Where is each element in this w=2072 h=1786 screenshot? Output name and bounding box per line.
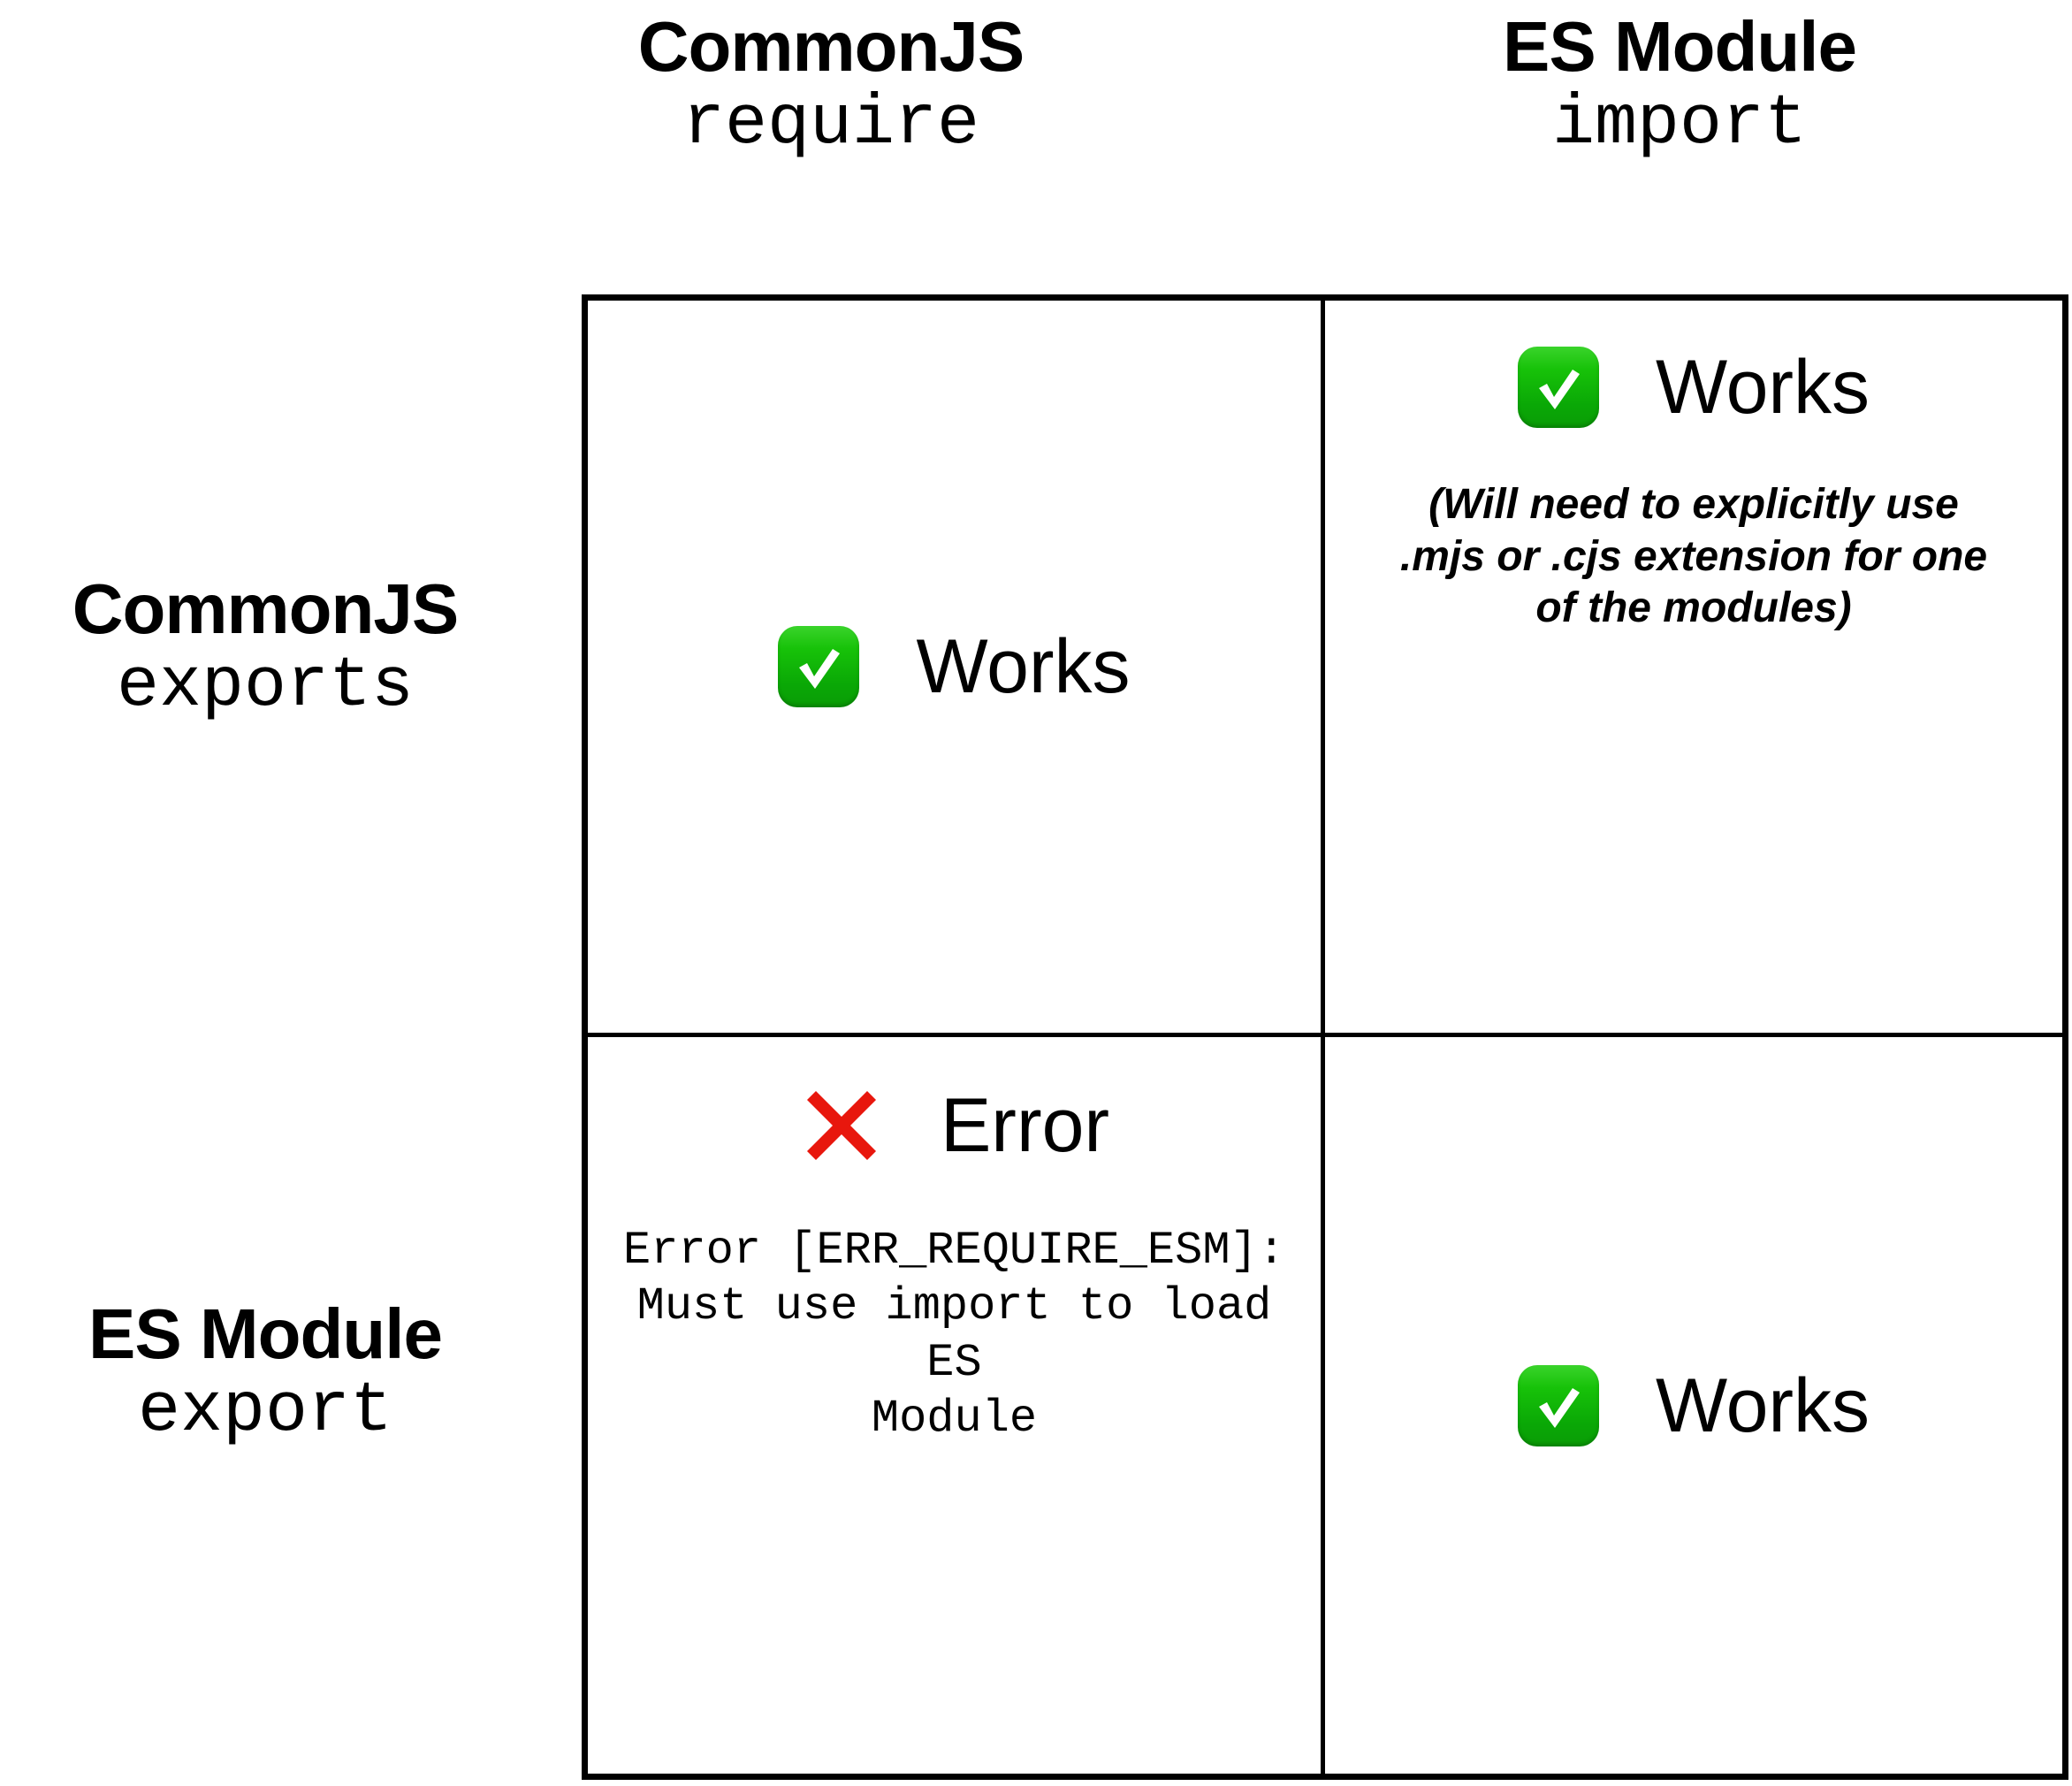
matrix-cell-esmodule-export-import: Works	[1325, 1037, 2062, 1774]
row-header-esmodule-keyword: export	[137, 1370, 393, 1452]
row-header-commonjs-exports: CommonJS exports	[0, 573, 530, 722]
white-check-mark-icon	[1517, 1364, 1599, 1446]
status-row: Works	[1517, 1362, 1870, 1448]
matrix-cell-commonjs-exports-require: Works	[588, 301, 1325, 1037]
white-check-mark-icon	[1517, 347, 1599, 428]
column-header-esmodule-import: ES Module import	[1308, 11, 2051, 160]
status-row: Works	[1517, 345, 1870, 430]
matrix-cell-esmodule-export-require: Error Error [ERR_REQUIRE_ESM]: Must use …	[588, 1037, 1325, 1774]
row-header-esmodule-title: ES Module	[88, 1294, 443, 1373]
status-label: Works	[1655, 1362, 1870, 1448]
cross-mark-icon	[799, 1083, 884, 1168]
cell-note-extension-hint: (Will need to explicitly use .mjs or .cj…	[1399, 481, 1988, 632]
matrix-cell-commonjs-exports-import: Works (Will need to explicitly use .mjs …	[1325, 301, 2062, 1037]
status-row: Error	[799, 1083, 1109, 1168]
row-header-commonjs-keyword: exports	[116, 645, 415, 727]
column-header-commonjs-require: CommonJS require	[460, 11, 1202, 160]
column-header-commonjs-keyword: require	[682, 83, 980, 164]
column-header-esmodule-keyword: import	[1551, 83, 1808, 164]
status-label: Works	[1655, 345, 1870, 430]
cell-note-error-message: Error [ERR_REQUIRE_ESM]: Must use import…	[623, 1225, 1285, 1446]
row-header-commonjs-title: CommonJS	[72, 569, 460, 648]
status-label: Works	[916, 624, 1131, 709]
status-label: Error	[940, 1083, 1110, 1168]
compatibility-matrix-table: Works Works (Will need to explicitly use…	[582, 294, 2068, 1780]
column-header-commonjs-title: CommonJS	[637, 7, 1025, 86]
status-row: Works	[778, 624, 1131, 709]
row-header-esmodule-export: ES Module export	[0, 1298, 530, 1447]
white-check-mark-icon	[778, 626, 860, 707]
column-header-esmodule-title: ES Module	[1503, 7, 1857, 86]
